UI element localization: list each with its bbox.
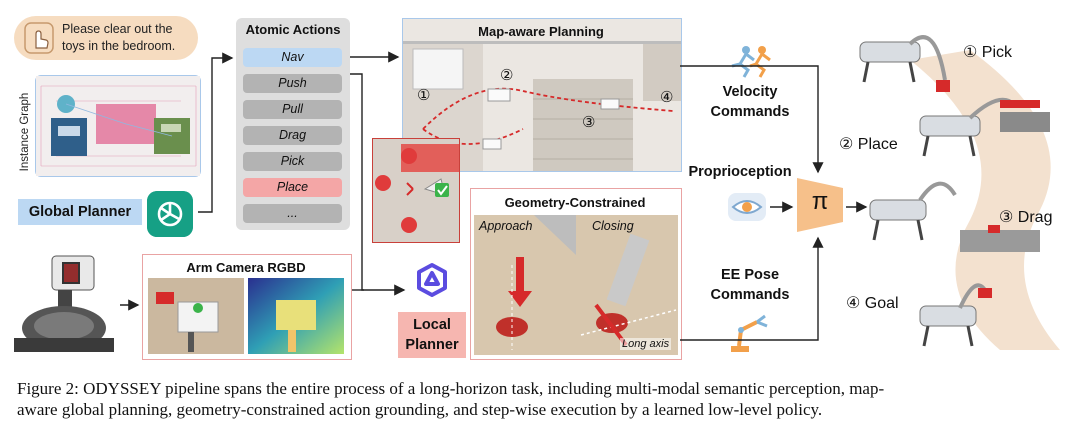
approach-label: Approach bbox=[479, 219, 533, 233]
instruction-line-1: Please clear out the bbox=[62, 22, 173, 36]
action-pull: Pull bbox=[243, 100, 342, 119]
ee-pose-commands-label: EE Pose Commands bbox=[700, 265, 800, 305]
map-waypoint-4: ④ bbox=[660, 89, 674, 106]
arm-camera-title: Arm Camera RGBD bbox=[186, 260, 306, 275]
tap-hand-icon bbox=[24, 22, 54, 54]
stage-goal-label: ④ Goal bbox=[846, 295, 899, 312]
stage-drag-label: ③ Drag bbox=[999, 209, 1053, 226]
action-nav: Nav bbox=[243, 48, 342, 67]
policy-symbol: π bbox=[811, 188, 829, 215]
local-planner-line-2: Planner bbox=[405, 337, 459, 353]
velocity-line-1: Velocity bbox=[722, 84, 778, 100]
zoom-inset-image bbox=[372, 138, 460, 243]
stage-pick-label: ① Pick bbox=[963, 44, 1013, 61]
map-waypoint-2: ② bbox=[500, 67, 514, 84]
ee-pose-line-1: EE Pose bbox=[720, 267, 780, 283]
local-planner-label: Local Planner bbox=[398, 312, 466, 358]
geometry-constrained-title: Geometry-Constrained bbox=[504, 195, 646, 210]
depth-image bbox=[248, 278, 344, 354]
eye-icon bbox=[728, 193, 766, 221]
rgb-image bbox=[148, 278, 244, 354]
caption-line-1: Figure 2: ODYSSEY pipeline spans the ent… bbox=[17, 379, 885, 398]
policy-block bbox=[797, 178, 843, 232]
action-drag: Drag bbox=[243, 126, 342, 145]
proprioception-label: Proprioception bbox=[688, 164, 792, 180]
openai-logo-icon bbox=[147, 191, 193, 237]
map-planning-title: Map-aware Planning bbox=[478, 24, 604, 39]
map-waypoint-3: ③ bbox=[582, 114, 596, 131]
robot-arm-camera-image bbox=[14, 255, 114, 352]
global-planner-label: Global Planner bbox=[18, 199, 142, 225]
local-planner-line-1: Local bbox=[413, 317, 451, 333]
caption-line-2: aware global planning, geometry-constrai… bbox=[17, 400, 823, 419]
qwen-logo-icon bbox=[417, 263, 447, 297]
approach-image bbox=[474, 215, 576, 355]
robot-execution-image bbox=[859, 35, 1060, 350]
atomic-actions-title: Atomic Actions bbox=[245, 22, 341, 37]
instruction-text: Please clear out the toys in the bedroom… bbox=[62, 21, 197, 55]
action-pick: Pick bbox=[243, 152, 342, 171]
closing-label: Closing bbox=[592, 219, 634, 233]
stage-place-label: ② Place bbox=[839, 136, 898, 153]
action-push: Push bbox=[243, 74, 342, 93]
velocity-line-2: Commands bbox=[710, 104, 790, 120]
long-axis-label: Long axis bbox=[620, 338, 672, 350]
action-place: Place bbox=[243, 178, 342, 197]
figure-caption: Figure 2: ODYSSEY pipeline spans the ent… bbox=[17, 378, 1067, 420]
instruction-line-2: toys in the bedroom. bbox=[62, 39, 176, 53]
closing-image bbox=[576, 215, 678, 355]
ee-pose-line-2: Commands bbox=[710, 287, 790, 303]
action-more: ... bbox=[243, 204, 342, 223]
velocity-commands-label: Velocity Commands bbox=[700, 82, 800, 122]
map-waypoint-1: ① bbox=[417, 87, 431, 104]
instance-graph-image bbox=[35, 75, 201, 177]
